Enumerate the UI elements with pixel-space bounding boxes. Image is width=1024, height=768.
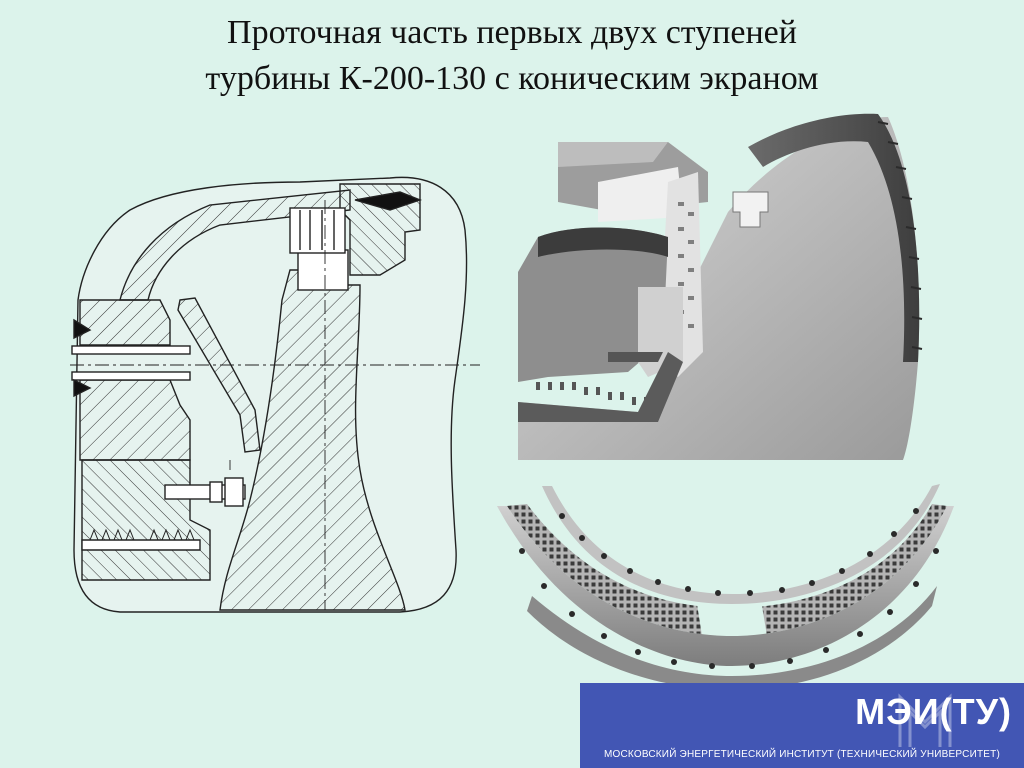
mei-emblem-icon	[898, 693, 952, 747]
mei-logo-banner: МЭИ(ТУ) МОСКОВСКИЙ ЭНЕРГЕТИЧЕСКИЙ ИНСТИТ…	[580, 683, 1024, 768]
mei-logo-caption: МОСКОВСКИЙ ЭНЕРГЕТИЧЕСКИЙ ИНСТИТУТ (ТЕХН…	[604, 749, 1000, 760]
mei-logo-text: МЭИ(ТУ)	[855, 691, 1012, 732]
slide-title-line-1: Проточная часть первых двух ступеней	[227, 14, 797, 51]
conical-screen-render	[497, 484, 954, 690]
slide-title: Проточная часть первых двух ступеней тур…	[0, 10, 1024, 102]
slide-title-line-2: турбины К-200-130 с коническим экраном	[205, 60, 819, 97]
turbine-section-drawing	[70, 176, 480, 613]
stage-3d-render	[518, 113, 923, 460]
